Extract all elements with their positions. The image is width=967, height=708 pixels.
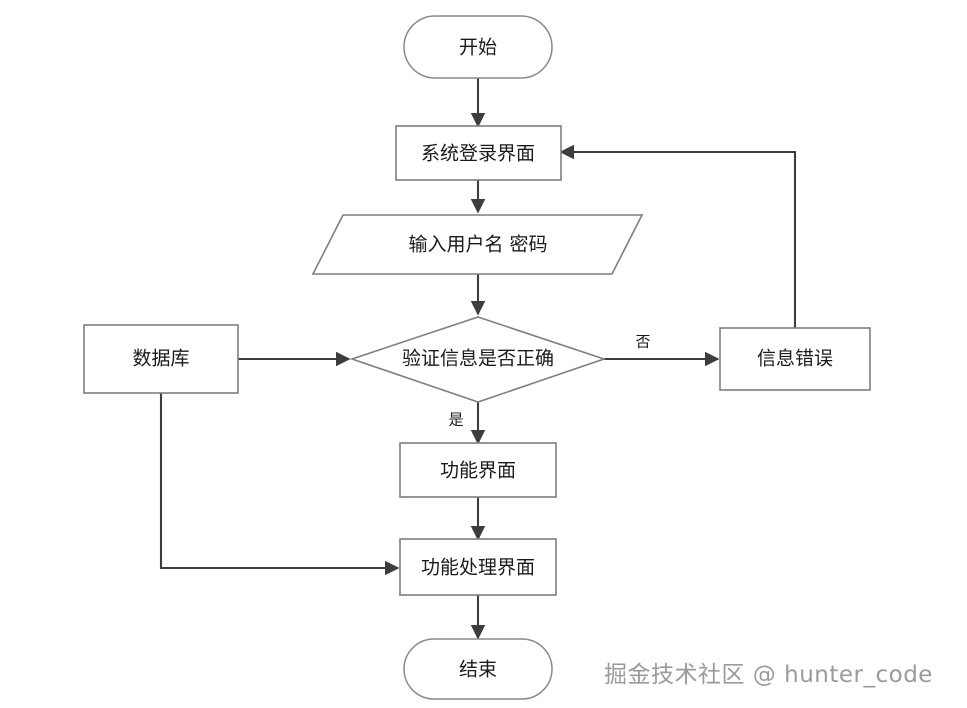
node-verify-label: 验证信息是否正确 [402,348,554,370]
node-login[interactable]: 系统登录界面 [395,125,562,181]
node-database[interactable]: 数据库 [83,324,239,394]
node-start[interactable]: 开始 [403,15,553,79]
edge-label-no: 否 [635,333,650,351]
node-end[interactable]: 结束 [403,638,553,700]
watermark: 掘金技术社区 @ hunter_code [604,662,933,688]
node-error[interactable]: 信息错误 [719,327,871,391]
node-start-label: 开始 [459,37,497,59]
edge-label-yes: 是 [448,411,463,429]
node-error-label: 信息错误 [757,348,833,370]
node-func[interactable]: 功能界面 [399,442,557,498]
node-verify[interactable]: 验证信息是否正确 [349,316,607,403]
node-func-label: 功能界面 [440,460,516,482]
node-input[interactable]: 输入用户名 密码 [311,214,644,275]
node-end-label: 结束 [459,659,497,681]
node-funcprocess-label: 功能处理界面 [421,557,535,579]
node-login-label: 系统登录界面 [421,143,535,165]
node-input-label: 输入用户名 密码 [408,234,547,256]
node-funcprocess[interactable]: 功能处理界面 [399,538,557,596]
node-database-label: 数据库 [132,348,189,370]
edge-database-to-funcprocess [159,393,400,576]
edge-error-to-login [559,144,797,328]
